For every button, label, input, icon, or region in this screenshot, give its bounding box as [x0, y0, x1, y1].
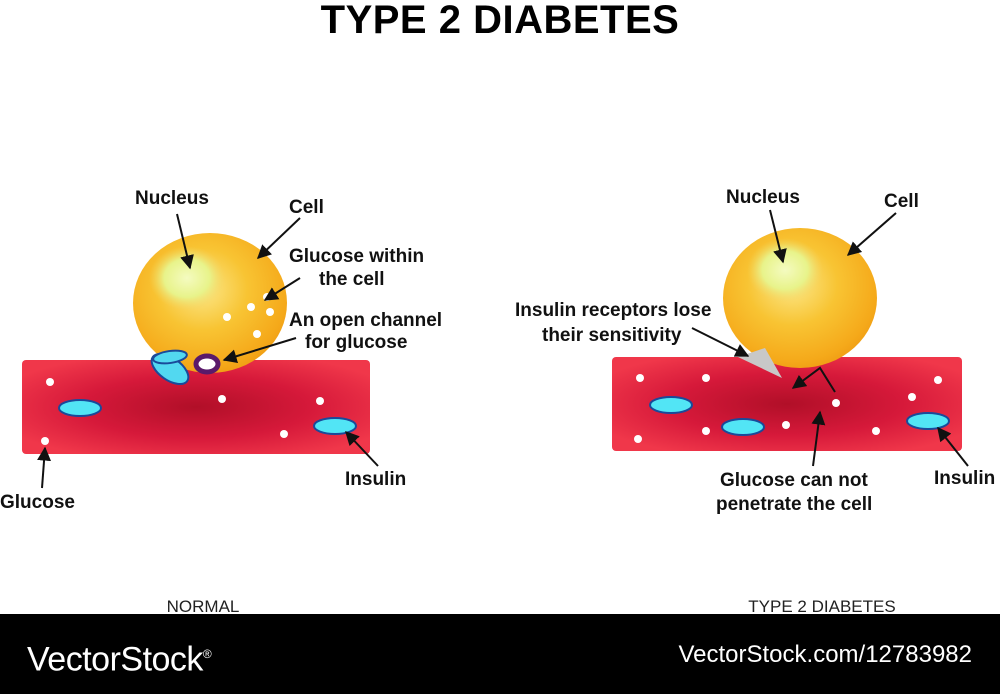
diagram-canvas: Nucleus Cell Glucose within the cell An … — [0, 187, 995, 614]
arrow — [263, 277, 301, 301]
arrow — [769, 209, 787, 264]
glucose-dot — [872, 427, 880, 435]
label-cannot-2: penetrate the cell — [716, 494, 872, 515]
glucose-dot — [636, 374, 644, 382]
insulin-molecule — [58, 399, 102, 417]
caption-normal: NORMAL — [167, 597, 240, 614]
insulin-molecule — [649, 396, 693, 414]
glucose-dot — [280, 430, 288, 438]
label-nucleus: Nucleus — [135, 188, 209, 209]
arrow — [345, 430, 379, 467]
brand-name: VectorStock — [27, 640, 203, 679]
label-nucleus: Nucleus — [726, 187, 800, 208]
insulin-molecule — [906, 412, 950, 430]
glucose-dot — [908, 393, 916, 401]
label-insulin: Insulin — [934, 468, 995, 489]
label-receptors-2: their sensitivity — [542, 325, 682, 346]
label-open-channel: An open channel — [289, 310, 442, 331]
label-glucose-within-2: the cell — [319, 269, 384, 290]
insulin-molecule — [313, 417, 357, 435]
arrow — [691, 327, 750, 357]
arrow — [846, 212, 897, 256]
normal-panel: Nucleus Cell Glucose within the cell An … — [0, 188, 442, 614]
glucose-dot — [223, 313, 231, 321]
glucose-dot — [634, 435, 642, 443]
glucose-dot — [934, 376, 942, 384]
footer-url: VectorStock.com/12783982 — [678, 641, 972, 668]
label-glucose: Glucose — [0, 492, 75, 513]
arrow — [937, 426, 969, 467]
glucose-dot — [702, 374, 710, 382]
caption-diabetes: TYPE 2 DIABETES — [748, 597, 895, 614]
label-cannot: Glucose can not — [720, 470, 868, 491]
nucleus — [149, 246, 225, 310]
label-insulin: Insulin — [345, 469, 406, 490]
glucose-dot — [316, 397, 324, 405]
watermark-footer: VectorStock® VectorStock.com/12783982 — [0, 614, 1000, 694]
insulin-receptor — [150, 349, 190, 386]
brand-logo: VectorStock® — [27, 634, 212, 679]
arrow — [176, 213, 194, 270]
glucose-dot — [832, 399, 840, 407]
glucose-dot — [41, 437, 49, 445]
page-title: TYPE 2 DIABETES — [320, 0, 680, 42]
nucleus — [747, 238, 823, 302]
diabetes-panel: Nucleus Cell Insulin receptors lose thei… — [515, 187, 995, 614]
arrow — [256, 217, 301, 259]
insulin-molecule — [721, 418, 765, 436]
glucose-dot — [218, 395, 226, 403]
arrow — [222, 337, 297, 364]
arrow — [811, 410, 826, 467]
glucose-dot — [46, 378, 54, 386]
label-open-channel-2: for glucose — [305, 332, 407, 353]
glucose-dot — [253, 330, 261, 338]
label-cell: Cell — [884, 191, 919, 212]
glucose-dot — [782, 421, 790, 429]
glucose-dot — [702, 427, 710, 435]
label-glucose-within: Glucose within — [289, 246, 424, 267]
glucose-dot — [247, 303, 255, 311]
label-receptors: Insulin receptors lose — [515, 300, 711, 321]
glucose-dot — [266, 308, 274, 316]
glucose-channel — [193, 353, 221, 375]
blocked-arrow — [791, 366, 836, 393]
registered-mark: ® — [202, 647, 212, 661]
label-cell: Cell — [289, 197, 324, 218]
arrow — [37, 446, 52, 489]
